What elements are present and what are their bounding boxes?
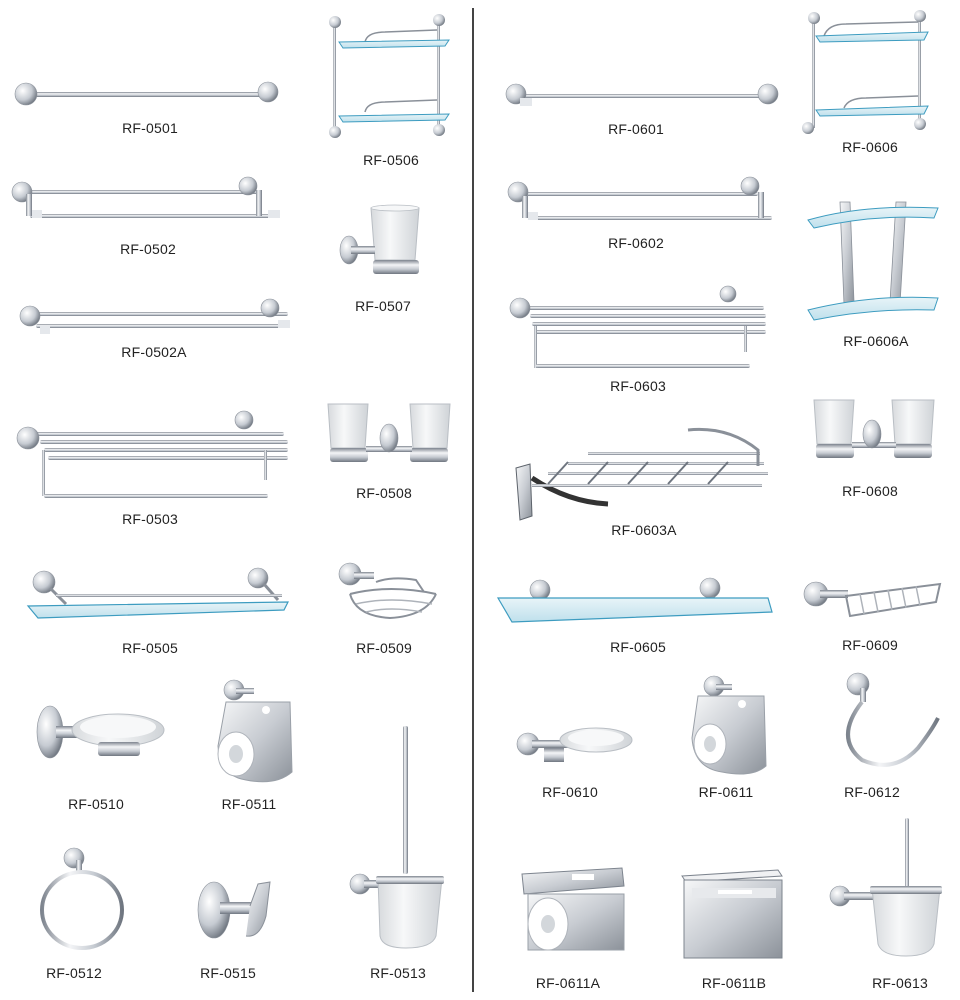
covered-paper-holder-image bbox=[521, 867, 625, 951]
double-towel-bar-image bbox=[507, 176, 772, 220]
double-towel-bar-image bbox=[19, 298, 290, 334]
single-towel-bar-image bbox=[14, 81, 279, 106]
product-code: RF-0609 bbox=[842, 637, 898, 653]
product-code: RF-0606A bbox=[843, 333, 909, 349]
column-divider bbox=[472, 8, 474, 992]
corner-glass-shelf-image bbox=[807, 201, 939, 321]
product-code: RF-0611A bbox=[535, 975, 601, 991]
product-code: RF-0608 bbox=[842, 483, 898, 499]
product-code: RF-0502A bbox=[121, 344, 187, 360]
towel-rack-image bbox=[509, 285, 766, 368]
product-code: RF-0603 bbox=[610, 378, 666, 394]
soap-basket-image bbox=[338, 562, 437, 620]
product-code: RF-0510 bbox=[68, 796, 124, 812]
double-tumbler-holder-image bbox=[327, 403, 451, 462]
soap-dish-image bbox=[36, 705, 165, 759]
folding-towel-rack-image bbox=[515, 427, 768, 521]
product-code: RF-0601 bbox=[608, 121, 664, 137]
product-code: RF-0506 bbox=[363, 152, 419, 168]
double-glass-shelf-image bbox=[329, 14, 450, 138]
product-code: RF-0611 bbox=[698, 784, 754, 800]
product-code: RF-0501 bbox=[122, 120, 178, 136]
product-code: RF-0612 bbox=[844, 784, 900, 800]
product-code: RF-0509 bbox=[356, 640, 412, 656]
toilet-paper-holder-image bbox=[691, 675, 767, 775]
product-code: RF-0505 bbox=[122, 640, 178, 656]
double-glass-shelf-image bbox=[802, 10, 929, 134]
product-code: RF-0512 bbox=[46, 965, 102, 981]
product-code: RF-0507 bbox=[355, 298, 411, 314]
robe-hook-image bbox=[197, 881, 271, 939]
toilet-brush-holder-image bbox=[349, 726, 444, 949]
towel-ring-image bbox=[846, 672, 940, 767]
soap-basket-image bbox=[803, 581, 942, 618]
tumbler-holder-image bbox=[339, 204, 420, 274]
toilet-paper-holder-image bbox=[217, 679, 293, 783]
towel-rack-image bbox=[16, 410, 288, 498]
product-code: RF-0502 bbox=[120, 241, 176, 257]
double-tumbler-holder-image bbox=[813, 399, 935, 458]
product-code: RF-0611B bbox=[701, 975, 767, 991]
glass-shelf-image bbox=[26, 567, 289, 619]
double-towel-bar-image bbox=[11, 176, 280, 218]
product-code: RF-0602 bbox=[608, 235, 664, 251]
glass-shelf-image bbox=[496, 577, 773, 623]
paper-box-image bbox=[681, 869, 783, 959]
toilet-brush-holder-image bbox=[829, 818, 942, 957]
product-code: RF-0508 bbox=[356, 485, 412, 501]
product-code: RF-0515 bbox=[200, 965, 256, 981]
single-towel-bar-image bbox=[505, 83, 779, 106]
product-code: RF-0605 bbox=[610, 639, 666, 655]
product-code: RF-0610 bbox=[542, 784, 598, 800]
product-code: RF-0613 bbox=[872, 975, 928, 991]
soap-dish-image bbox=[516, 727, 633, 762]
towel-ring-image bbox=[40, 847, 124, 950]
product-code: RF-0511 bbox=[221, 796, 277, 812]
product-code: RF-0606 bbox=[842, 139, 898, 155]
product-code: RF-0503 bbox=[122, 511, 178, 527]
product-code: RF-0513 bbox=[370, 965, 426, 981]
product-code: RF-0603A bbox=[611, 522, 677, 538]
